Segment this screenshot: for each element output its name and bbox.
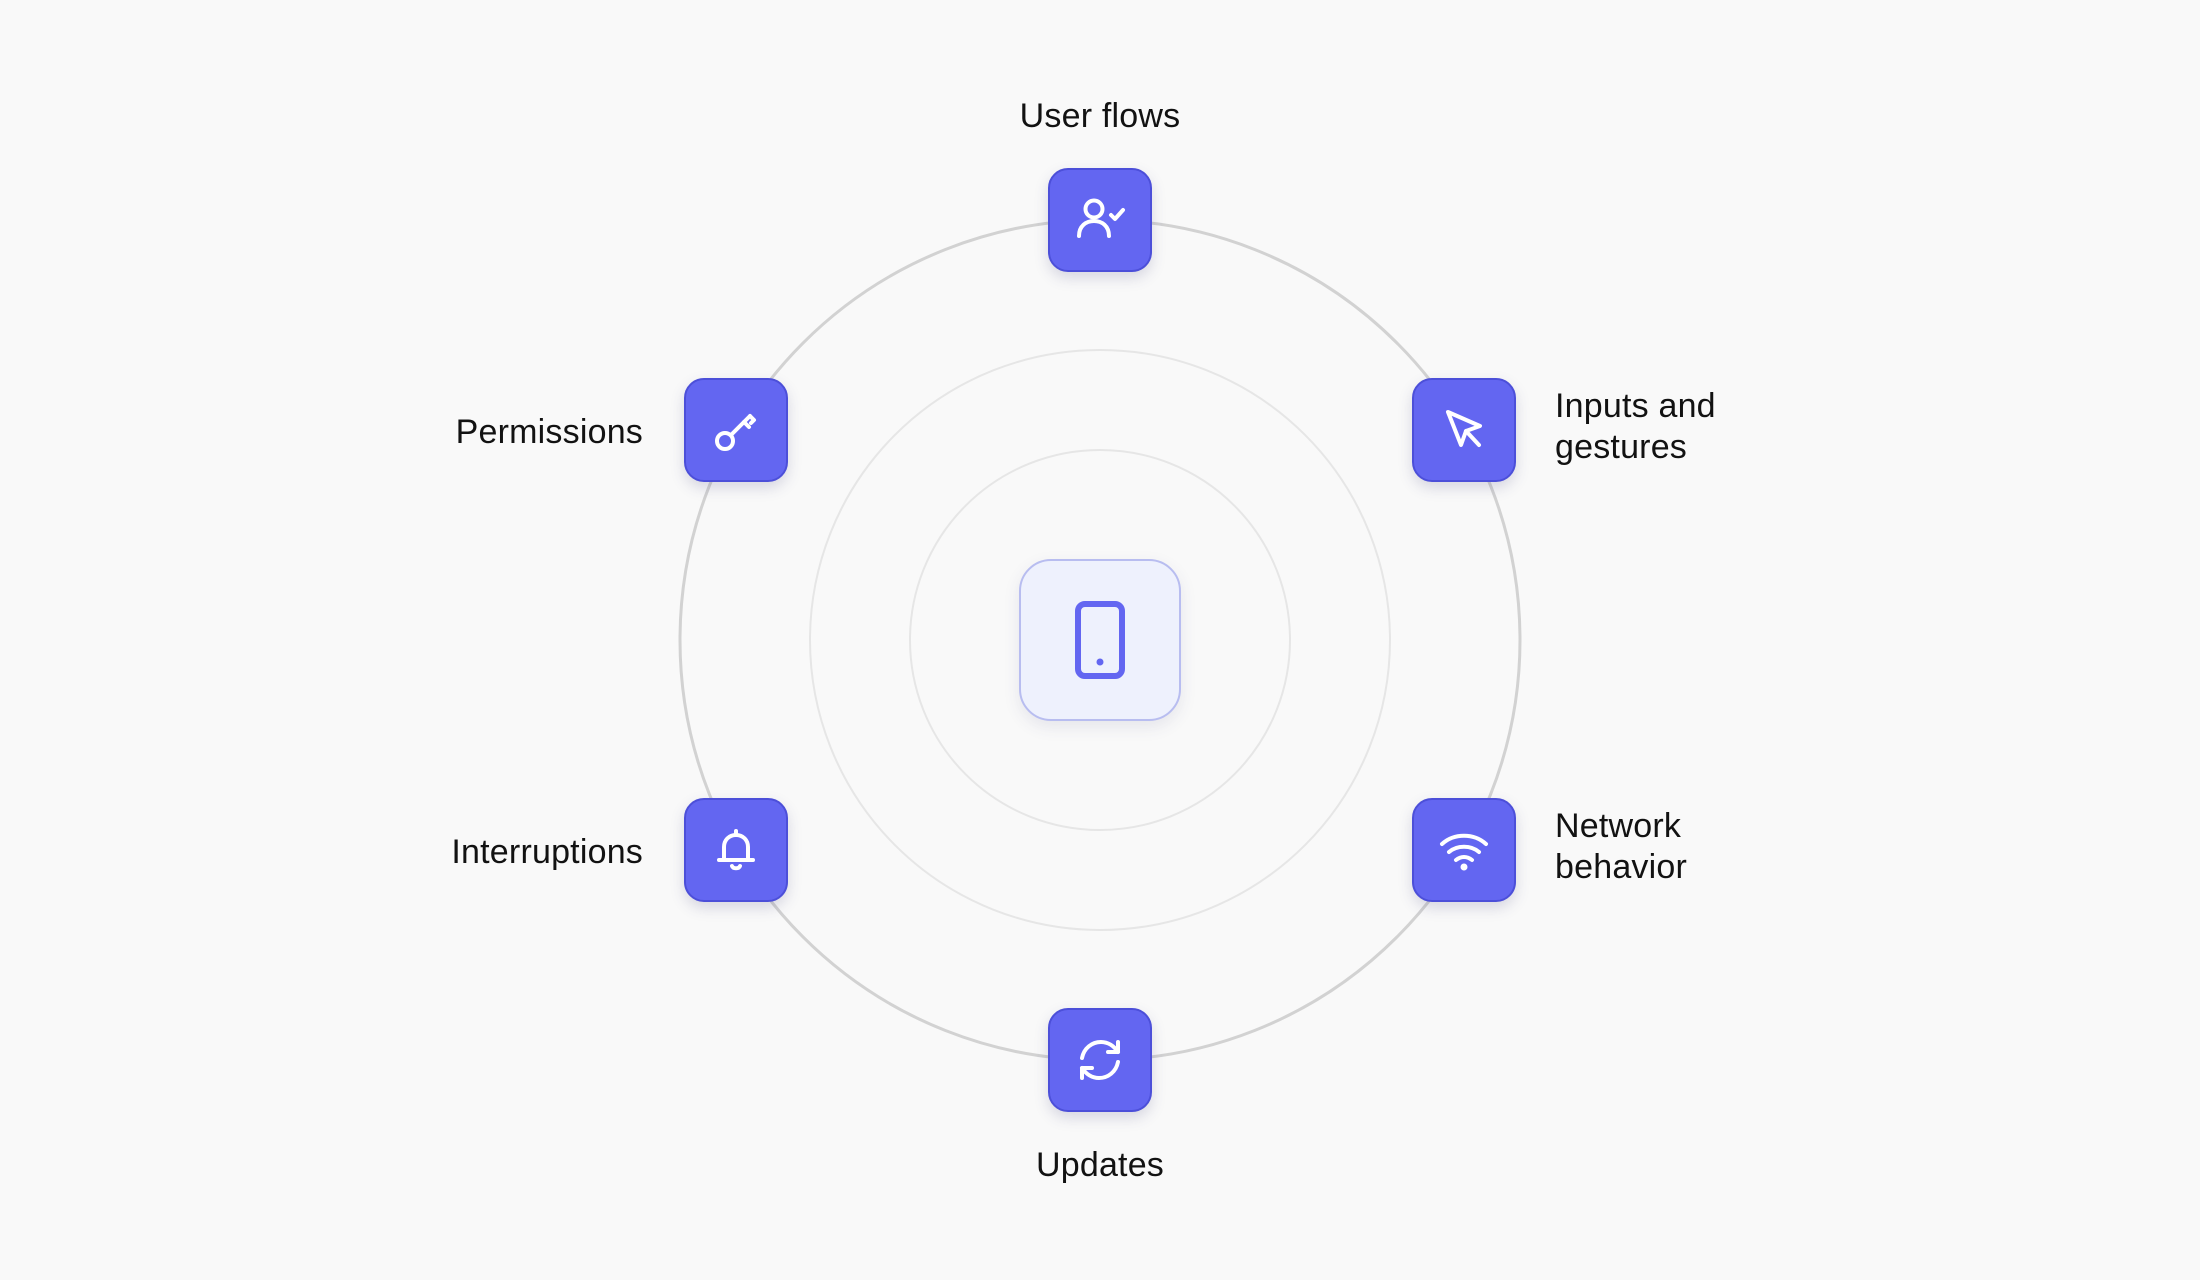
interruptions-tile [684,798,788,902]
interruptions-label: Interruptions [451,833,643,871]
user-check-icon [1077,198,1125,238]
permissions-label: Permissions [455,413,643,451]
network-behavior-tile [1412,798,1516,902]
permissions-tile [684,378,788,482]
middle-ring [809,349,1391,931]
updates-label: Updates [1035,1146,1165,1184]
updates-tile [1048,1008,1152,1112]
tablet-icon [1075,601,1125,679]
bell-icon [717,829,755,871]
network-behavior-label: Network behavior [1555,807,1688,886]
user-flows-tile [1048,168,1152,272]
refresh-icon [1080,1040,1120,1080]
inputs-gestures-tile [1412,378,1516,482]
inputs-gestures-label: Inputs and gestures [1555,387,1716,466]
inner-ring [909,449,1291,831]
cursor-pointer-icon [1446,410,1482,447]
user-flows-label: User flows [1019,97,1181,135]
wifi-icon [1440,833,1488,871]
key-icon [715,414,756,451]
center-device-tile [1019,559,1181,721]
